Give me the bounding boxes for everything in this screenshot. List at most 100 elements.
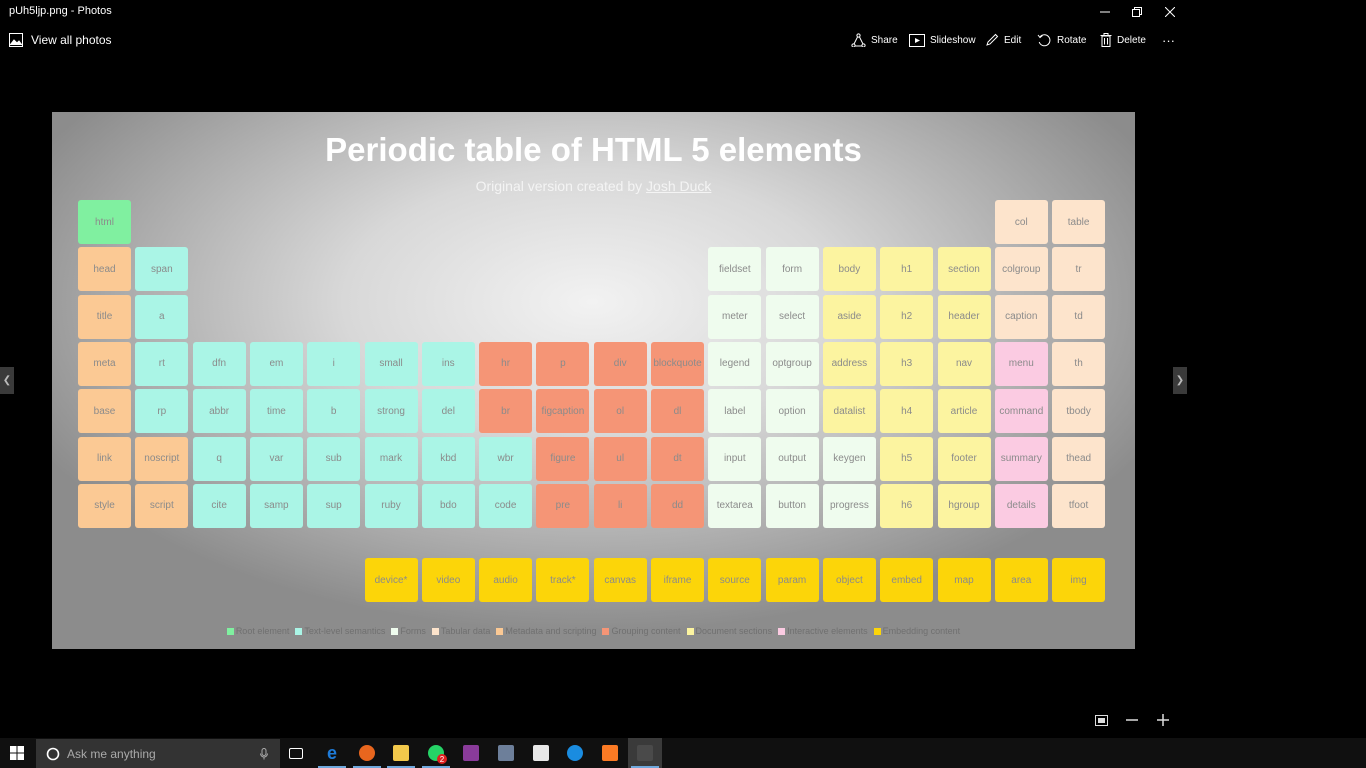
more-options-button[interactable]: ···: [1162, 31, 1175, 49]
element-tile-keygen: keygen: [822, 436, 876, 481]
pencil-icon: [986, 33, 999, 46]
legend-label: Grouping content: [611, 626, 681, 636]
legend-swatch: [686, 627, 694, 635]
close-button[interactable]: [1154, 0, 1186, 23]
legend-swatch: [778, 627, 786, 635]
task-view-taskbar-button[interactable]: [279, 738, 313, 768]
element-tile-command: command: [994, 389, 1048, 434]
element-tile-base: base: [78, 389, 131, 434]
element-tile-caption: caption: [994, 294, 1048, 339]
share-button[interactable]: Share: [851, 31, 898, 49]
teamviewer-icon: [567, 745, 583, 761]
running-indicator: [353, 766, 381, 768]
element-tile-link: link: [78, 436, 131, 481]
image-viewer-icon: [498, 745, 514, 761]
minimize-icon: [1100, 11, 1110, 12]
element-tile-form: form: [765, 247, 819, 292]
element-tile-map: map: [937, 558, 991, 602]
element-tile-figcaption: figcaption: [536, 389, 590, 434]
legend-swatch: [431, 627, 439, 635]
delete-label: Delete: [1117, 34, 1146, 46]
legend-item: Interactive elements: [778, 626, 868, 636]
element-tile-small: small: [364, 341, 418, 386]
rotate-button[interactable]: Rotate: [1037, 31, 1086, 49]
element-tile-cite: cite: [192, 483, 246, 528]
element-tile-device: device*: [364, 558, 418, 602]
element-tile-textarea: textarea: [708, 483, 762, 528]
winrar-taskbar-button[interactable]: [454, 738, 488, 768]
element-tile-summary: summary: [994, 436, 1048, 481]
minus-icon: [1126, 719, 1138, 721]
whatsapp-taskbar-button[interactable]: 2: [419, 738, 453, 768]
element-tile-input: input: [708, 436, 762, 481]
mail-taskbar-button[interactable]: [524, 738, 558, 768]
image-viewer-taskbar-button[interactable]: [489, 738, 523, 768]
element-tile-details: details: [994, 483, 1048, 528]
fit-to-window-button[interactable]: [1092, 711, 1110, 729]
legend-item: Root element: [226, 626, 289, 636]
cortana-search-box[interactable]: Ask me anything: [36, 739, 280, 768]
photo-image: Periodic table of HTML 5 elements Origin…: [52, 112, 1135, 649]
zoom-out-button[interactable]: [1123, 711, 1141, 729]
element-tile-img: img: [1052, 558, 1106, 602]
edge-icon: e: [326, 742, 337, 763]
element-tile-h3: h3: [880, 341, 934, 386]
firefox-taskbar-button[interactable]: [350, 738, 384, 768]
more-icon: ···: [1162, 32, 1175, 48]
fit-screen-icon: [1094, 714, 1108, 726]
view-all-photos-button[interactable]: View all photos: [9, 31, 112, 49]
poster-title: Periodic table of HTML 5 elements: [325, 131, 862, 168]
element-tile-footer: footer: [937, 436, 991, 481]
rotate-icon: [1037, 33, 1051, 46]
teamviewer-taskbar-button[interactable]: [558, 738, 592, 768]
delete-button[interactable]: Delete: [1100, 31, 1146, 49]
file-explorer-taskbar-button[interactable]: [384, 738, 418, 768]
element-tile-pre: pre: [536, 483, 590, 528]
edit-button[interactable]: Edit: [985, 31, 1021, 49]
legend-label: Metadata and scripting: [505, 626, 597, 636]
slideshow-button[interactable]: Slideshow: [909, 31, 976, 49]
winrar-icon: [463, 745, 479, 761]
element-tile-video: video: [421, 558, 475, 602]
element-tile-time: time: [249, 389, 303, 434]
element-tile-param: param: [765, 558, 819, 602]
legend-item: Embedding content: [873, 626, 961, 636]
edge-taskbar-button[interactable]: e: [315, 738, 349, 768]
poster-subtitle-text: Original version created by: [475, 178, 647, 194]
photos-taskbar-button[interactable]: [628, 738, 662, 768]
element-tile-kbd: kbd: [421, 436, 475, 481]
element-tile-head: head: [78, 247, 131, 292]
next-photo-button[interactable]: ❯: [1173, 367, 1187, 394]
element-tile-ins: ins: [421, 341, 475, 386]
legend-label: Interactive elements: [787, 626, 868, 636]
element-tile-dl: dl: [651, 389, 704, 434]
previous-photo-button[interactable]: ❮: [0, 367, 14, 394]
element-tile-noscript: noscript: [135, 436, 189, 481]
chevron-right-icon: ❯: [1175, 375, 1185, 386]
element-tile-area: area: [994, 558, 1048, 602]
element-tile-tbody: tbody: [1052, 389, 1106, 434]
element-tile-track: track*: [536, 558, 590, 602]
element-tile-ul: ul: [593, 436, 647, 481]
element-tile-iframe: iframe: [651, 558, 704, 602]
xampp-taskbar-button[interactable]: [593, 738, 627, 768]
element-tile-button: button: [765, 483, 819, 528]
element-tile-rt: rt: [135, 341, 189, 386]
minimize-button[interactable]: [1089, 0, 1121, 23]
window-title: pUh5ljp.png - Photos: [9, 5, 112, 17]
element-tile-h4: h4: [880, 389, 934, 434]
zoom-in-button[interactable]: [1154, 711, 1172, 729]
element-tile-meta: meta: [78, 341, 131, 386]
element-tile-thead: thead: [1052, 436, 1106, 481]
element-tile-span: span: [135, 247, 189, 292]
maximize-button[interactable]: [1121, 0, 1153, 23]
element-tile-blockquote: blockquote: [651, 341, 704, 386]
element-tile-div: div: [593, 341, 647, 386]
element-tile-section: section: [937, 247, 991, 292]
element-tile-option: option: [765, 389, 819, 434]
element-tile-address: address: [822, 341, 876, 386]
taskbar: Ask me anything e 2: [0, 738, 1366, 768]
start-button[interactable]: [0, 738, 34, 768]
legend-label: Embedding content: [882, 626, 961, 636]
